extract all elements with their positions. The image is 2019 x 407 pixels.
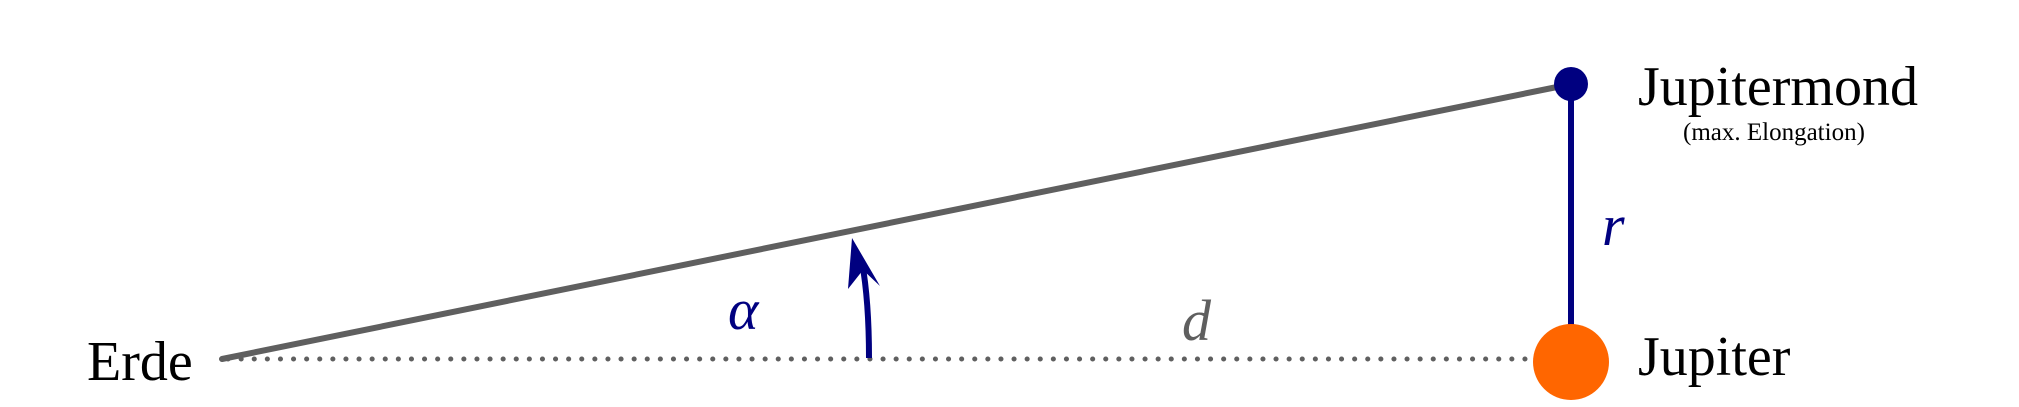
angle-arc [859,261,872,359]
angle-label: α [728,277,760,342]
earth-label: Erde [87,331,193,393]
jupiter-planet [1533,324,1609,400]
angle-arrowhead-icon [848,238,880,289]
radius-label: r [1602,193,1625,258]
moon-note-label: (max. Elongation) [1683,119,1865,146]
moon-label: Jupitermond [1638,56,1918,118]
jupiter-moon [1554,67,1588,101]
jupiter-label: Jupiter [1638,326,1791,388]
sight-line [219,83,1565,362]
distance-label: d [1182,288,1212,353]
